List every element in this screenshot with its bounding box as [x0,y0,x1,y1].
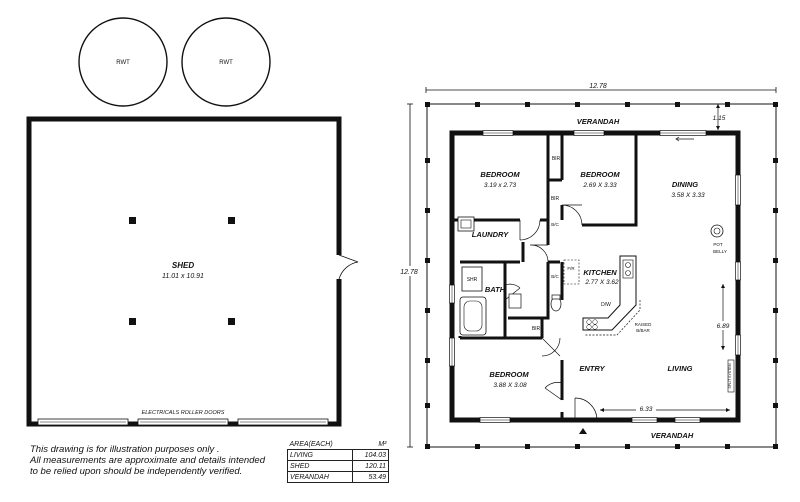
overall-depth-label: 12.78 [400,269,418,276]
verandah-posts [425,102,778,449]
split-system-unit [727,359,735,393]
pot-belly-stove [710,224,724,238]
rainwater-tank-2: RWT [181,17,271,107]
shower-label: SHR [467,277,478,283]
bedroom-3-dim: 3.88 X 3.08 [493,382,527,389]
bedroom-1-dim: 3.19 x 2.73 [484,182,517,189]
pot-belly-label-2: BELLY [713,249,727,254]
verandah: VERANDAH VERANDAH 1.15 [425,102,778,449]
tank-1-label: RWT [116,60,130,66]
bedroom-1-name: BEDROOM [480,170,520,179]
shower [461,266,483,292]
area-table: AREA(EACH) M² LIVING 104.03 SHED 120.11 … [287,439,390,483]
shed-door-note: ELECTRICALS ROLLER DOORS [142,410,225,416]
tank-2-label: RWT [219,60,233,66]
bath-tub [459,296,487,336]
house-outer-walls [449,130,741,423]
living-width-dimension: 6.33 [600,404,730,413]
bedroom-3-name: BEDROOM [489,370,529,379]
shed-side-door [338,254,359,280]
fixture-labels: BIR BIR B/C B/C F/R SHR BIR D/W POT BELL… [467,156,727,333]
fridge-label: F/R [567,266,575,271]
pot-belly-label-1: POT [713,242,723,247]
room-labels: BEDROOM 3.19 x 2.73 BEDROOM 2.69 X 3.33 … [472,170,705,389]
bath-name: BATH [485,285,506,294]
raised-bar-label-2: B/BAR [636,328,650,333]
area-row-name: SHED [287,460,353,472]
area-row-name: VERANDAH [287,471,353,483]
shed-title: SHED [172,261,194,270]
bir-2-label: BIR [551,196,560,202]
kitchen-dim: 2.77 X 3.62 [584,279,619,286]
dining-dim: 3.58 X 3.33 [671,192,705,199]
area-table-header: AREA(EACH) M² [287,439,389,450]
shed-dimensions: 11.01 x 10.91 [162,273,204,280]
area-row-value: 104.03 [351,449,390,461]
area-row-value: 53.49 [351,471,390,483]
living-name: LIVING [667,364,692,373]
area-row-name: LIVING [287,449,353,461]
kitchen-bench [582,255,637,331]
dishwasher-label: D/W [601,302,611,308]
overall-depth-dimension: 12.78 [398,103,420,448]
bir-3-label: BIR [532,326,541,332]
shed: SHED 11.01 x 10.91 ELECTRICALS ROLLER DO… [26,116,359,427]
entry-arrow [579,428,587,434]
area-row-value: 120.11 [351,460,390,472]
living-height-dimension: 6.89 [714,284,732,350]
laundry-name: LAUNDRY [472,230,510,239]
verandah-bottom-label: VERANDAH [651,431,694,440]
laundry-trough [457,216,475,232]
bedroom-2-dim: 2.69 X 3.33 [582,182,617,189]
shed-column [228,318,235,325]
entry-name: ENTRY [579,364,605,373]
shed-column [129,217,136,224]
disclaimer-line-3: to be relied upon should be independentl… [30,466,243,477]
internal-walls [452,133,638,420]
rainwater-tank-1: RWT [78,17,168,107]
table-row: VERANDAH 53.49 [287,471,390,483]
area-table-header-unit: M² [352,439,389,450]
disclaimer-line-1: This drawing is for illustration purpose… [30,444,220,455]
overall-width-label: 12.78 [589,83,607,90]
overall-width-dimension: 12.78 [425,83,777,93]
bir-1-label: BIR [552,156,561,162]
kitchen-sink [622,259,634,279]
disclaimer: This drawing is for illustration purpose… [30,444,280,477]
shed-column [129,318,136,325]
living-width-label: 6.33 [640,406,653,413]
raised-bar-label-1: RAISED [635,322,653,327]
living-height-label: 6.89 [717,323,730,330]
table-row: LIVING 104.03 [287,449,390,461]
bic-1-label: B/C [551,222,559,227]
shed-column [228,217,235,224]
basin [508,293,522,309]
cooktop [586,319,598,330]
bic-2-label: B/C [551,274,559,279]
fridge-space [563,259,580,285]
verandah-top-label: VERANDAH [577,117,620,126]
bedroom-2-name: BEDROOM [580,170,620,179]
area-table-header-label: AREA(EACH) [287,439,353,450]
dining-name: DINING [672,180,698,189]
verandah-depth-label: 1.15 [713,115,726,122]
split-system-label: SPLIT SYSTEM [728,363,732,388]
disclaimer-line-2: All measurements are approximate and det… [30,455,265,466]
table-row: SHED 120.11 [287,460,390,472]
kitchen-name: KITCHEN [583,268,617,277]
